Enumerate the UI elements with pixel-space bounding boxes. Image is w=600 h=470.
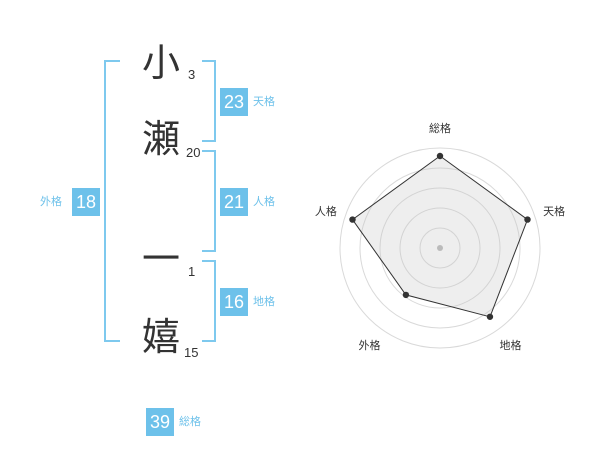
- gaikaku-label: 外格: [40, 195, 62, 208]
- stroke-count-3: 1: [188, 264, 196, 279]
- soukaku-label: 総格: [179, 415, 201, 428]
- radar-center-dot: [437, 245, 443, 251]
- stroke-count-1: 3: [188, 67, 196, 82]
- radar-axis-label: 地格: [500, 338, 522, 352]
- radar-axis-label: 総格: [429, 121, 451, 135]
- radar-axis-label: 外格: [359, 338, 381, 352]
- radar-axis-label: 人格: [315, 204, 337, 218]
- radar-ring: [419, 227, 461, 269]
- radar-ring: [399, 207, 481, 289]
- jinkaku-bracket: [202, 150, 216, 252]
- radar-series: [349, 152, 531, 320]
- tenkaku-value-badge: 23: [220, 88, 248, 116]
- stroke-count-2: 20: [186, 145, 201, 160]
- soukaku-value-badge: 39: [146, 408, 174, 436]
- jinkaku-value-badge: 21: [220, 188, 248, 216]
- chikaku-bracket: [202, 260, 216, 342]
- radar-point: [436, 152, 444, 160]
- radar-point: [402, 291, 410, 299]
- radar-series-area: [351, 155, 529, 318]
- chikaku-value-badge: 16: [220, 288, 248, 316]
- radar-point: [486, 313, 494, 320]
- gaikaku-bracket: [104, 60, 120, 342]
- name-char-1: 小: [142, 41, 181, 85]
- gaikaku-value-badge: 18: [72, 188, 100, 216]
- jinkaku-label: 人格: [253, 195, 275, 208]
- radar-point: [349, 216, 356, 223]
- radar-axis-label: 天格: [543, 204, 565, 218]
- chikaku-label: 地格: [253, 295, 275, 308]
- radar-ring: [359, 167, 521, 329]
- name-char-4: 嬉: [142, 315, 181, 359]
- tenkaku-label: 天格: [253, 95, 275, 108]
- radar-point: [524, 216, 531, 223]
- tenkaku-bracket: [202, 60, 216, 142]
- stroke-count-4: 15: [184, 345, 199, 360]
- name-char-3: 一: [142, 237, 181, 281]
- radar-ring: [379, 187, 501, 309]
- name-char-2: 瀬: [142, 117, 181, 161]
